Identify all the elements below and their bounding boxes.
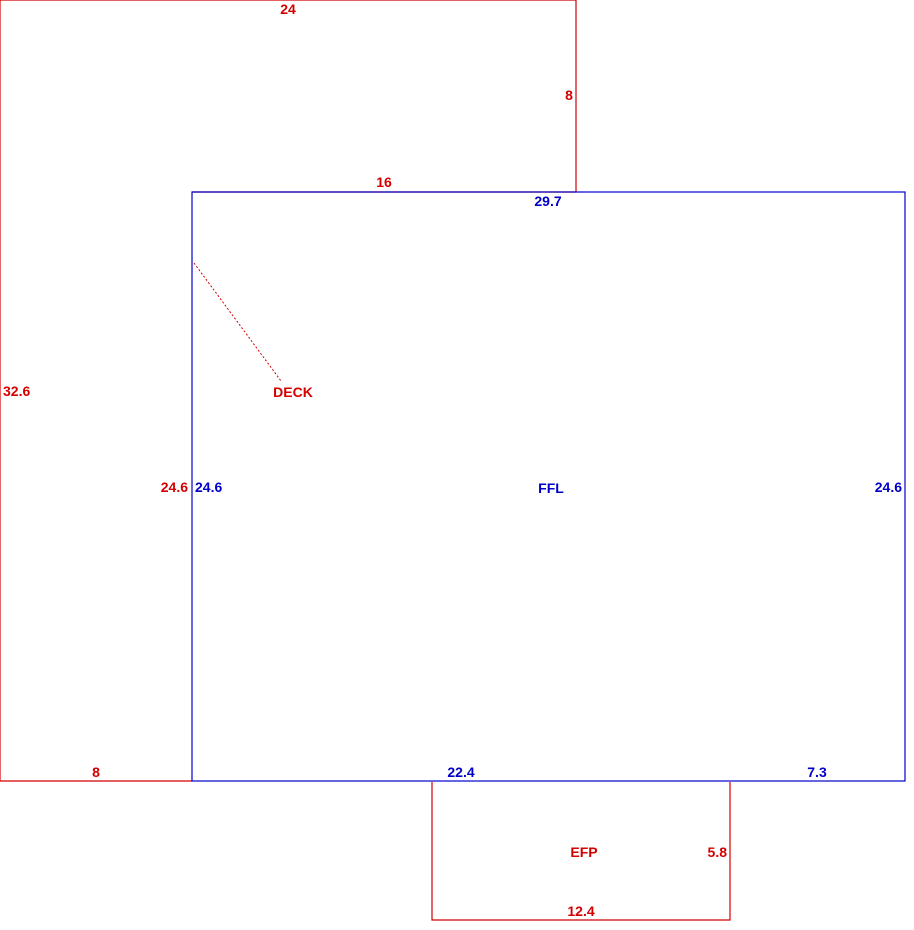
ffl-dim-left: 24.6 <box>195 479 222 495</box>
deck-dim-inner-top: 16 <box>376 174 392 190</box>
deck-dim-bottom: 8 <box>92 764 100 780</box>
ffl-outline <box>191 191 906 782</box>
deck-dim-left: 32.6 <box>3 383 30 399</box>
deck-dim-top: 24 <box>280 1 296 17</box>
ffl-dim-top: 29.7 <box>534 193 561 209</box>
deck-dim-right-upper: 8 <box>565 87 573 103</box>
efp-dim-right: 5.8 <box>708 844 728 860</box>
deck-dim-inner-left: 24.6 <box>161 479 188 495</box>
efp-outline <box>431 782 731 921</box>
ffl-dim-bottom-left: 22.4 <box>447 764 474 780</box>
ffl-dim-bottom-right: 7.3 <box>807 764 827 780</box>
efp-dim-bottom: 12.4 <box>567 903 594 919</box>
ffl-dim-right: 24.6 <box>875 479 902 495</box>
efp-area-label: EFP <box>570 844 597 860</box>
deck-area-label: DECK <box>273 384 313 400</box>
ffl-area-label: FFL <box>538 480 564 496</box>
deck-leader-line <box>193 262 282 382</box>
